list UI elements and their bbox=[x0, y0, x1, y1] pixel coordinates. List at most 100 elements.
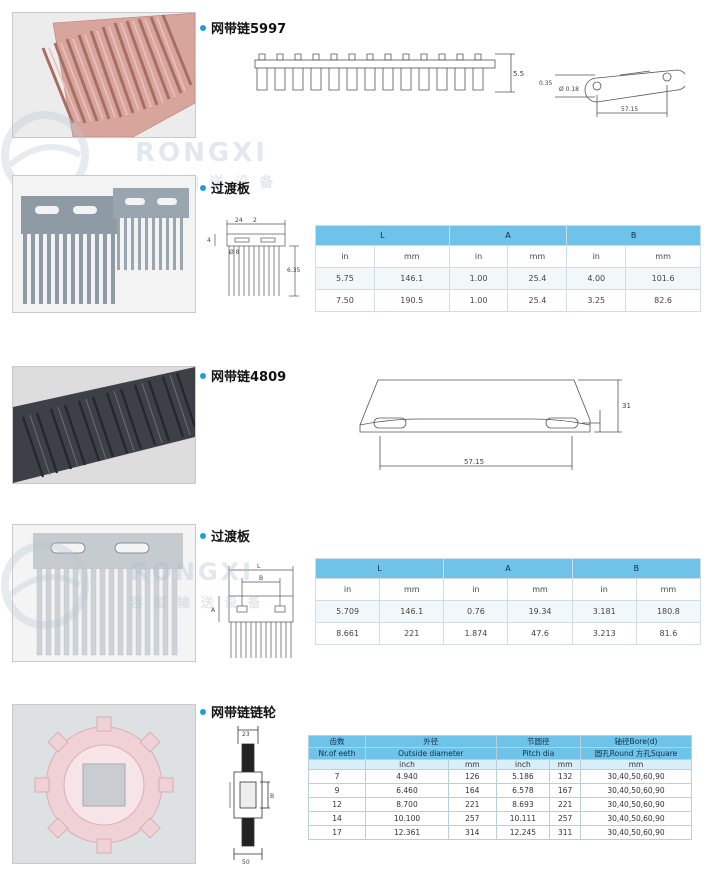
unit-cell: mm bbox=[549, 759, 581, 770]
unit-cell: mm bbox=[507, 578, 573, 601]
dim-bottom: 50 bbox=[242, 859, 250, 866]
transfer-plate-drawing-2: L B A bbox=[211, 563, 294, 658]
dark-belt-image bbox=[13, 367, 195, 483]
table-cell: 1.874 bbox=[443, 622, 509, 645]
table-cell: 0.76 bbox=[443, 600, 509, 623]
table-cell: 180.8 bbox=[635, 600, 702, 623]
header-pd-en: Pitch dia bbox=[495, 747, 582, 760]
header-teeth-en: Nr.of eeth bbox=[308, 747, 366, 760]
watermark-cn-2: 容 玺 输 送 设 备 bbox=[130, 596, 264, 611]
sprocket-spec-table: 齿数 外径 节圆径 轴径Bore(d) Nr.of eeth Outside d… bbox=[308, 735, 692, 840]
table-cell: 30,40,50,60,90 bbox=[580, 825, 692, 840]
dim-p: 0.35 bbox=[539, 80, 553, 87]
sprocket-image bbox=[13, 705, 195, 863]
table-cell: 3.213 bbox=[571, 622, 637, 645]
table-cell: 4.00 bbox=[566, 267, 627, 290]
dim-l: L bbox=[257, 563, 261, 570]
table-row: 17 12.361 314 12.245 311 30,40,50,60,90 bbox=[308, 825, 692, 840]
unit-cell: in bbox=[315, 245, 375, 268]
unit-cell: in bbox=[448, 245, 509, 268]
header-od-en: Outside diameter bbox=[365, 747, 497, 760]
table-row: 5.75 146.1 1.00 25.4 4.00 101.6 bbox=[315, 267, 701, 290]
dim-h: 31 bbox=[622, 402, 631, 410]
dim-d: Ø 8 bbox=[229, 249, 240, 256]
table-row: 12 8.700 221 8.693 221 30,40,50,60,90 bbox=[308, 797, 692, 812]
table-cell: 10.111 bbox=[495, 811, 551, 826]
belt-5997-link-drawing: 0.35 Ø 0.18 57.15 bbox=[539, 69, 685, 117]
table-cell: 82.6 bbox=[625, 289, 701, 312]
unit-cell: in bbox=[443, 578, 509, 601]
bullet-dot-icon bbox=[200, 184, 206, 191]
dim-b: B bbox=[259, 575, 263, 582]
dim-c: 4 bbox=[207, 237, 211, 244]
table-cell: 81.6 bbox=[635, 622, 702, 645]
table-cell: 126 bbox=[448, 769, 497, 784]
table-cell: 14 bbox=[308, 811, 366, 826]
table-cell: 7.50 bbox=[315, 289, 375, 312]
table-cell: 1.00 bbox=[448, 267, 509, 290]
section-title-text: 网带链4809 bbox=[211, 370, 287, 385]
section-title-5997: 网带链5997 bbox=[200, 18, 286, 37]
dim-a: 24 bbox=[235, 217, 243, 224]
table-cell: 257 bbox=[549, 811, 581, 826]
belt-5997-photo bbox=[12, 12, 196, 138]
pink-belt-image bbox=[13, 13, 195, 137]
table-cell: 9 bbox=[308, 783, 366, 798]
table-cell: 167 bbox=[549, 783, 581, 798]
unit-cell: mm bbox=[625, 245, 701, 268]
transfer-plate-image-2 bbox=[13, 525, 195, 661]
table-row: 9 6.460 164 6.578 167 30,40,50,60,90 bbox=[308, 783, 692, 798]
table-cell: 221 bbox=[549, 797, 581, 812]
section-title-4809: 网带链4809 bbox=[200, 366, 286, 385]
transfer-plate-photo-2 bbox=[12, 524, 196, 662]
table-cell: 12.245 bbox=[495, 825, 551, 840]
table-cell: 132 bbox=[549, 769, 581, 784]
dim-top: 23 bbox=[242, 731, 250, 738]
unit-cell: in bbox=[566, 245, 627, 268]
table-cell: 146.1 bbox=[373, 267, 450, 290]
table-row: 7 4.940 126 5.186 132 30,40,50,60,90 bbox=[308, 769, 692, 784]
table-cell: 5.75 bbox=[315, 267, 375, 290]
transfer-plate-photo-1 bbox=[12, 175, 196, 313]
table-cell: 4.940 bbox=[365, 769, 449, 784]
table-row: 7.50 190.5 1.00 25.4 3.25 82.6 bbox=[315, 289, 701, 312]
belt-4809-photo bbox=[12, 366, 196, 484]
col-group-a: A bbox=[448, 225, 568, 246]
unit-cell: mm bbox=[507, 245, 568, 268]
section-title-transfer-2: 过渡板 bbox=[200, 526, 250, 545]
table-cell: 221 bbox=[448, 797, 497, 812]
bullet-dot-icon bbox=[200, 24, 206, 31]
table-cell: 12.361 bbox=[365, 825, 449, 840]
table-row: in mm in mm in mm bbox=[315, 245, 701, 268]
transfer-plate-drawing-1: 24 2 4 Ø 8 6.35 bbox=[207, 217, 301, 297]
table-cell: 10.100 bbox=[365, 811, 449, 826]
table-cell: 8.661 bbox=[314, 622, 381, 645]
table-cell: 47.6 bbox=[507, 622, 573, 645]
header-teeth-cn: 齿数 bbox=[308, 735, 366, 748]
table-cell: 30,40,50,60,90 bbox=[580, 811, 692, 826]
watermark-brand-2: RONGXI bbox=[130, 558, 255, 586]
bullet-dot-icon bbox=[200, 372, 206, 379]
table-cell: 257 bbox=[448, 811, 497, 826]
section-title-sprocket: 网带链链轮 bbox=[200, 702, 276, 721]
belt-4809-link-drawing: 57.15 31 bbox=[359, 379, 631, 470]
col-group-l: L bbox=[314, 558, 445, 579]
dim-d: Ø 0.18 bbox=[559, 86, 579, 93]
table-row: 14 10.100 257 10.111 257 30,40,50,60,90 bbox=[308, 811, 692, 826]
table-cell: 101.6 bbox=[625, 267, 701, 290]
col-group-a: A bbox=[443, 558, 573, 579]
table-cell: 8.693 bbox=[495, 797, 551, 812]
header-bore-cn: 轴径Bore(d) bbox=[580, 735, 692, 748]
unit-cell: inch bbox=[495, 759, 551, 770]
table-cell: 25.4 bbox=[507, 289, 568, 312]
table-cell: 6.578 bbox=[495, 783, 551, 798]
table-cell: 5.709 bbox=[314, 600, 381, 623]
dim-pitch: 57.15 bbox=[464, 458, 484, 466]
unit-cell: mm bbox=[448, 759, 497, 770]
table-cell: 25.4 bbox=[507, 267, 568, 290]
watermark-logo-2 bbox=[1, 541, 89, 629]
dim-b: 2 bbox=[253, 217, 257, 224]
dim-l: 6.35 bbox=[287, 267, 301, 274]
table-cell: 314 bbox=[448, 825, 497, 840]
table-cell: 19.34 bbox=[507, 600, 573, 623]
